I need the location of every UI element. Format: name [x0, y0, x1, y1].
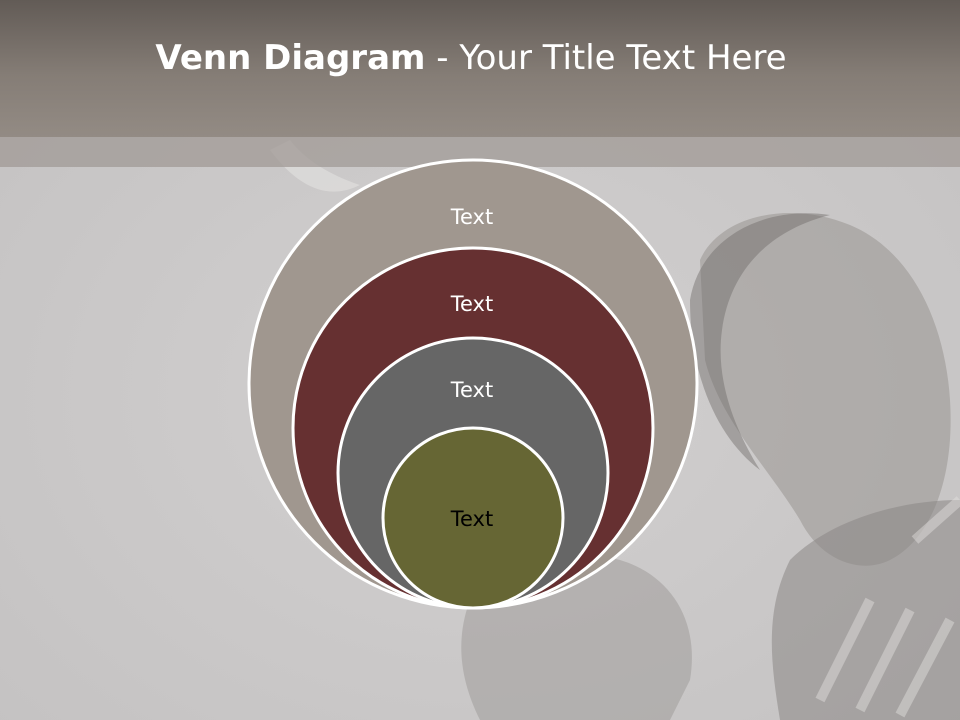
sleeve-stripes: [815, 496, 960, 718]
circle-3-label: Text: [450, 378, 493, 402]
figure-head-shape: [700, 212, 951, 566]
circle-1-label: Text: [450, 205, 493, 229]
circle-2-label: Text: [450, 292, 493, 316]
figure-sleeve-shape: [771, 500, 960, 720]
title-bold: Venn Diagram: [155, 38, 426, 78]
page-title: Venn Diagram - Your Title Text Here: [0, 38, 942, 78]
title-bar: [0, 0, 960, 137]
figure-hair-shape: [690, 213, 830, 471]
circle-4: [381, 426, 565, 610]
circle-4-label: Text: [450, 507, 493, 531]
title-rest: - Your Title Text Here: [425, 38, 787, 78]
